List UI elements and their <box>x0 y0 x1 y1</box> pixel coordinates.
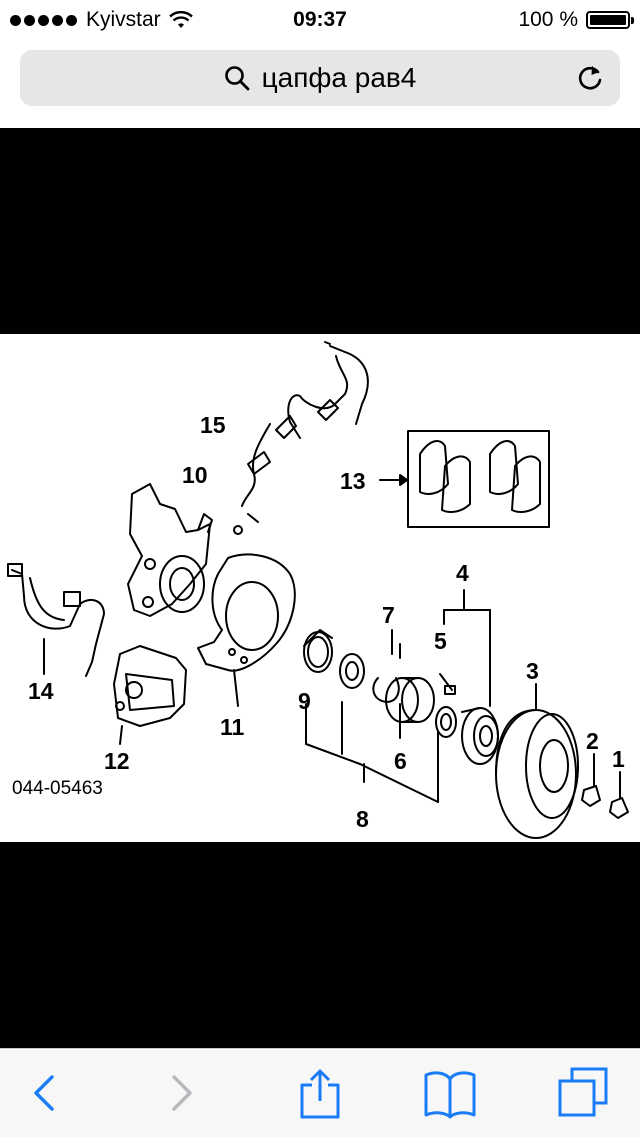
tabs-icon[interactable] <box>558 1067 610 1119</box>
bearing-bracket-lines <box>305 701 439 803</box>
bookmarks-icon[interactable] <box>424 1067 476 1119</box>
part-label-4: 4 <box>456 560 469 586</box>
search-icon <box>224 66 250 91</box>
reload-icon[interactable] <box>574 62 606 94</box>
abs-sensor-wire-drawing <box>233 341 369 535</box>
lug-nuts-drawing <box>581 753 629 819</box>
part-label-12: 12 <box>104 748 130 774</box>
part-label-11: 11 <box>220 714 245 740</box>
part-label-9: 9 <box>298 688 311 714</box>
status-bar: Kyivstar 09:37 100 % <box>0 0 640 40</box>
forward-icon[interactable] <box>156 1067 208 1119</box>
signal-area: Kyivstar <box>10 8 193 32</box>
battery-area: 100 % <box>518 8 634 32</box>
signal-dot <box>66 14 77 26</box>
search-query[interactable]: цапфа рав4 <box>261 62 417 93</box>
browser-toolbar <box>0 1048 640 1137</box>
oil-seal-drawing <box>303 629 333 673</box>
part-label-10: 10 <box>182 462 208 488</box>
part-label-8: 8 <box>356 806 369 832</box>
clock: 09:37 <box>293 8 347 31</box>
address-bar[interactable]: цапфа рав4 <box>20 50 620 106</box>
steering-knuckle-drawing <box>127 483 213 617</box>
part-label-15: 15 <box>200 412 226 438</box>
part-label-3: 3 <box>526 658 539 684</box>
image-letterbox-top <box>0 128 640 334</box>
part-label-1: 1 <box>612 746 625 772</box>
part-label-13: 13 <box>340 468 366 494</box>
part-label-2: 2 <box>586 728 599 754</box>
bearing-parts-drawing <box>339 643 457 739</box>
part-label-5: 5 <box>434 628 447 654</box>
wifi-icon <box>168 11 193 28</box>
brake-hose-drawing <box>7 563 105 677</box>
part-label-7: 7 <box>382 602 395 628</box>
parts-diagram[interactable]: 15 10 13 4 7 5 3 14 9 11 2 1 6 12 8 044-… <box>0 334 640 842</box>
image-letterbox-bottom <box>0 842 640 1048</box>
diagram-code: 044-05463 <box>12 778 103 799</box>
signal-dot <box>10 14 21 26</box>
battery-percent: 100 % <box>518 8 578 31</box>
part-label-14: 14 <box>28 678 54 704</box>
brake-pads-drawing <box>379 430 550 528</box>
dust-shield-drawing <box>197 553 296 707</box>
signal-dot <box>52 14 63 26</box>
part-label-6: 6 <box>394 748 407 774</box>
battery-level <box>590 15 626 25</box>
wheel-hub-drawing <box>461 707 499 765</box>
signal-dot <box>24 14 35 26</box>
signal-dot <box>38 14 49 26</box>
brake-caliper-drawing <box>113 645 187 745</box>
carrier-name: Kyivstar <box>86 8 161 31</box>
brake-disc-drawing <box>495 683 579 839</box>
back-icon[interactable] <box>18 1067 70 1119</box>
parts-diagram-drawing <box>7 341 629 839</box>
battery-icon <box>586 11 634 29</box>
share-icon[interactable] <box>294 1067 346 1119</box>
hub-bracket-lines <box>443 589 491 707</box>
